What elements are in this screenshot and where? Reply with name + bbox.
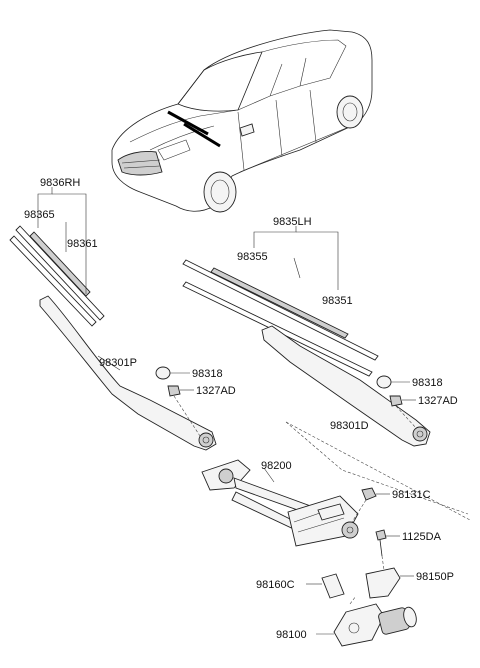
car-illustration	[111, 29, 373, 213]
label-blade-rh-refill: 98365	[24, 209, 55, 221]
arm-lh	[261, 325, 431, 447]
label-cap-rh: 98318	[192, 368, 223, 380]
blade-rh-refill	[9, 235, 97, 327]
blade-rh-spoiler	[29, 231, 91, 297]
label-arm-lh: 98301D	[330, 420, 369, 432]
blade-rh-group	[9, 187, 105, 327]
label-blade-lh-blade: 98351	[322, 295, 353, 307]
label-blade-lh-assy: 9835LH	[273, 216, 312, 228]
wiper-motor	[333, 603, 417, 647]
label-pivot-nut: 98131C	[392, 489, 431, 501]
label-arm-rh: 98301P	[99, 357, 137, 369]
blade-rh-blade	[15, 225, 105, 321]
arm-rh	[39, 295, 217, 451]
bracket-cover	[321, 573, 345, 599]
pivot-nut	[361, 487, 377, 501]
nut-rh	[167, 385, 181, 397]
cap-rh	[155, 366, 171, 380]
bracket	[365, 567, 401, 599]
label-blade-lh-refill: 98355	[237, 251, 268, 263]
label-bracket-cover: 98160C	[256, 579, 295, 591]
label-motor: 98100	[276, 629, 307, 641]
label-bolt: 1125DA	[402, 531, 442, 543]
bolt	[375, 529, 387, 541]
cap-lh	[376, 375, 392, 389]
blade-lh-refill	[182, 281, 373, 377]
label-linkage: 98200	[261, 460, 292, 472]
label-blade-rh-blade: 98361	[67, 238, 98, 250]
nut-lh	[389, 395, 403, 407]
label-bracket: 98150P	[416, 571, 454, 583]
label-nut-lh: 1327AD	[418, 395, 458, 407]
blade-lh-spoiler	[210, 267, 349, 339]
blade-lh-blade	[182, 259, 379, 361]
blade-lh-group	[182, 226, 379, 377]
label-cap-lh: 98318	[412, 377, 443, 389]
label-nut-rh: 1327AD	[196, 385, 236, 397]
label-blade-rh-assy: 9836RH	[40, 177, 80, 189]
linkage-assy	[201, 421, 471, 547]
